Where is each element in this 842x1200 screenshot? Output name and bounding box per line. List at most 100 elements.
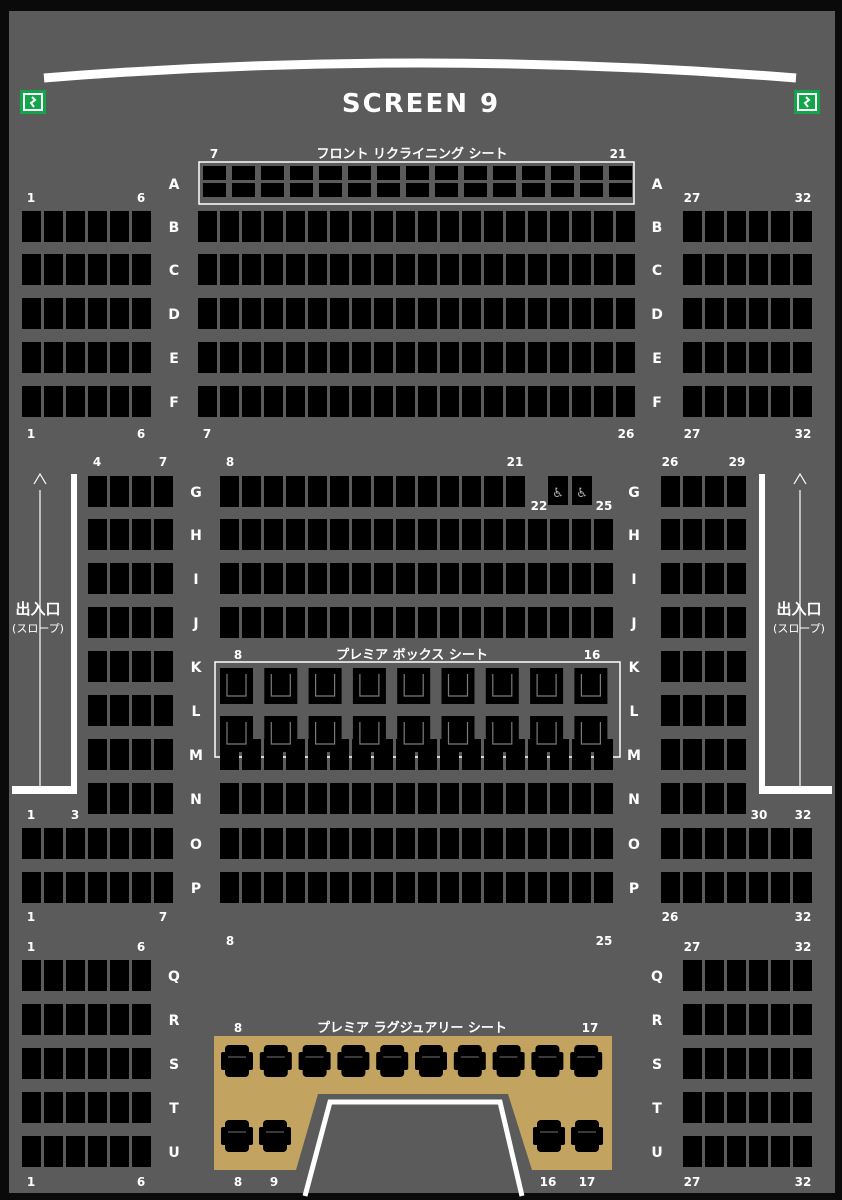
seat[interactable]	[110, 342, 129, 373]
seat[interactable]	[418, 298, 437, 329]
seat[interactable]	[110, 739, 129, 770]
seat[interactable]	[44, 1048, 63, 1079]
seat[interactable]	[506, 386, 525, 417]
seat[interactable]	[66, 872, 85, 903]
seat[interactable]	[198, 342, 217, 373]
seat[interactable]	[264, 211, 283, 242]
seat[interactable]	[661, 783, 680, 814]
seat[interactable]	[110, 1004, 129, 1035]
seat[interactable]	[440, 519, 459, 550]
seat[interactable]	[154, 563, 173, 594]
seat[interactable]	[616, 254, 635, 285]
box-seat[interactable]	[574, 716, 608, 752]
seat[interactable]	[506, 254, 525, 285]
seat[interactable]	[528, 783, 547, 814]
seat[interactable]	[550, 519, 569, 550]
seat[interactable]	[242, 254, 261, 285]
seat[interactable]	[110, 1136, 129, 1167]
seat[interactable]	[22, 1136, 41, 1167]
seat[interactable]	[705, 828, 724, 859]
seat[interactable]	[88, 519, 107, 550]
seat[interactable]	[749, 960, 768, 991]
seat[interactable]	[396, 607, 415, 638]
seat[interactable]	[594, 342, 613, 373]
seat[interactable]	[462, 607, 481, 638]
seat[interactable]	[396, 211, 415, 242]
wheelchair-seat[interactable]: ♿	[572, 476, 592, 505]
seat[interactable]	[727, 342, 746, 373]
box-seat[interactable]	[441, 716, 475, 752]
seat[interactable]	[286, 476, 305, 507]
seat[interactable]	[705, 1004, 724, 1035]
seat[interactable]	[110, 476, 129, 507]
seat[interactable]	[683, 607, 702, 638]
seat[interactable]	[352, 607, 371, 638]
seat[interactable]	[154, 695, 173, 726]
seat[interactable]	[594, 563, 613, 594]
seat[interactable]	[396, 386, 415, 417]
seat[interactable]	[550, 607, 569, 638]
seat[interactable]	[727, 739, 746, 770]
seat[interactable]	[683, 783, 702, 814]
seat[interactable]	[374, 519, 393, 550]
seat[interactable]	[242, 298, 261, 329]
seat[interactable]	[484, 519, 503, 550]
seat[interactable]	[132, 1048, 151, 1079]
seat[interactable]	[550, 211, 569, 242]
seat[interactable]	[308, 607, 327, 638]
seat[interactable]	[749, 254, 768, 285]
seat[interactable]	[418, 211, 437, 242]
seat[interactable]	[572, 211, 591, 242]
seat[interactable]	[242, 342, 261, 373]
seat[interactable]	[683, 1004, 702, 1035]
luxury-seat[interactable]	[259, 1045, 292, 1077]
seat[interactable]	[88, 476, 107, 507]
seat[interactable]	[352, 872, 371, 903]
box-seat[interactable]	[485, 716, 519, 752]
seat[interactable]	[683, 872, 702, 903]
seat[interactable]	[330, 476, 349, 507]
seat[interactable]	[462, 211, 481, 242]
seat[interactable]	[462, 386, 481, 417]
seat[interactable]	[286, 386, 305, 417]
seat[interactable]	[66, 211, 85, 242]
seat[interactable]	[749, 211, 768, 242]
seat[interactable]	[793, 254, 812, 285]
seat[interactable]	[286, 519, 305, 550]
box-seat[interactable]	[397, 668, 431, 704]
seat[interactable]	[418, 872, 437, 903]
seat[interactable]	[550, 298, 569, 329]
seat[interactable]	[418, 342, 437, 373]
seat[interactable]	[749, 386, 768, 417]
seat[interactable]	[462, 872, 481, 903]
seat[interactable]	[330, 828, 349, 859]
seat[interactable]	[683, 739, 702, 770]
seat[interactable]	[683, 476, 702, 507]
seat[interactable]	[396, 254, 415, 285]
box-seat[interactable]	[352, 668, 386, 704]
recliner-seat[interactable]	[609, 166, 632, 180]
box-seat[interactable]	[574, 668, 608, 704]
seat[interactable]	[771, 1092, 790, 1123]
seat[interactable]	[572, 607, 591, 638]
seat[interactable]	[550, 872, 569, 903]
seat[interactable]	[396, 563, 415, 594]
seat[interactable]	[132, 828, 151, 859]
seat[interactable]	[220, 298, 239, 329]
seat[interactable]	[396, 872, 415, 903]
seat[interactable]	[352, 519, 371, 550]
seat[interactable]	[44, 298, 63, 329]
seat[interactable]	[705, 476, 724, 507]
seat[interactable]	[88, 651, 107, 682]
seat[interactable]	[705, 695, 724, 726]
seat[interactable]	[727, 872, 746, 903]
seat[interactable]	[220, 872, 239, 903]
seat[interactable]	[44, 960, 63, 991]
seat[interactable]	[308, 298, 327, 329]
seat[interactable]	[705, 1092, 724, 1123]
seat[interactable]	[308, 872, 327, 903]
seat[interactable]	[220, 254, 239, 285]
seat[interactable]	[440, 476, 459, 507]
seat[interactable]	[506, 563, 525, 594]
seat[interactable]	[110, 651, 129, 682]
